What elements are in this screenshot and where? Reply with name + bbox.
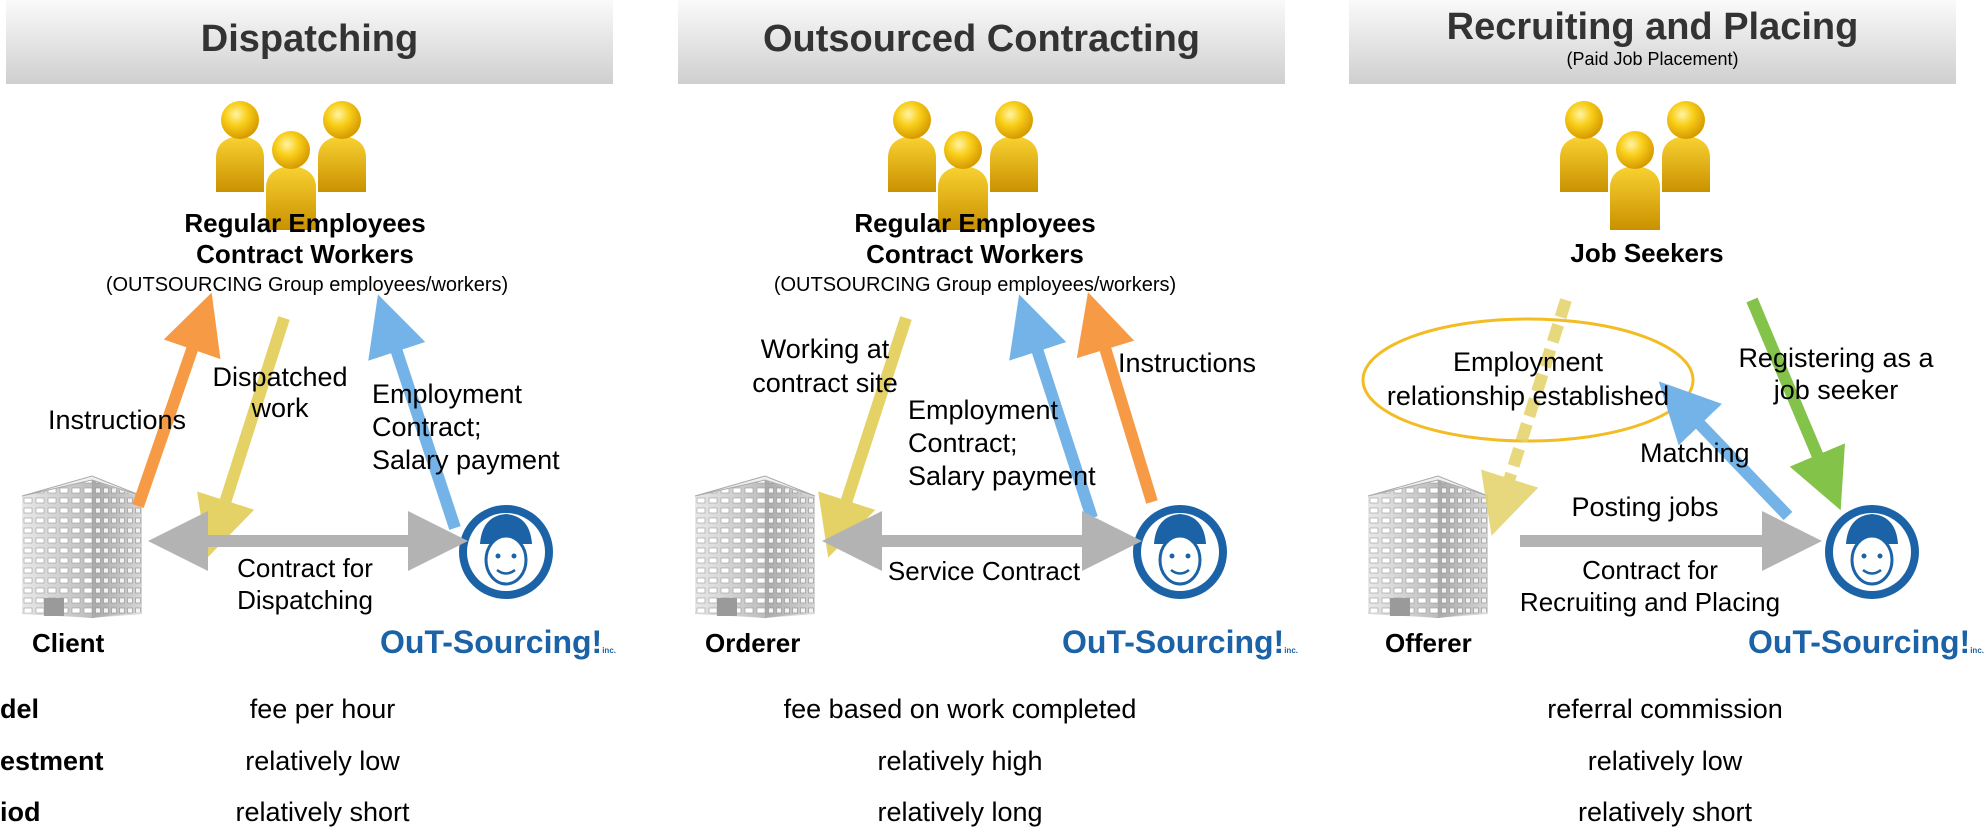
header-subtitle: (Paid Job Placement) bbox=[1566, 49, 1739, 69]
instructions-arrow bbox=[132, 292, 221, 508]
header-title: Outsourced Contracting bbox=[762, 18, 1201, 60]
group-title-line: Contract Workers bbox=[196, 239, 414, 269]
dispatched-work-arrow bbox=[197, 316, 290, 558]
group-title-line: Contract Workers bbox=[866, 239, 1084, 269]
label-contract-dispatching: Contract for Dispatching bbox=[210, 552, 400, 616]
label-employment-relationship: Employment relationship established bbox=[1360, 345, 1696, 413]
label-line: job seeker bbox=[1773, 375, 1899, 405]
row-label: estment bbox=[0, 746, 104, 776]
header-outsourced-contracting: Outsourced Contracting bbox=[678, 0, 1285, 84]
mascot-logo-icon bbox=[459, 505, 553, 599]
group-title: Regular Employees Contract Workers bbox=[800, 208, 1150, 270]
row-label: iod bbox=[0, 797, 41, 827]
logo-small: inc. bbox=[1284, 646, 1298, 655]
building-icon bbox=[21, 475, 143, 618]
label-line: Contract for bbox=[237, 553, 373, 583]
label-line: Salary payment bbox=[372, 445, 560, 475]
mascot-logo-icon bbox=[1825, 505, 1919, 599]
registering-arrow bbox=[1746, 297, 1845, 511]
outsourcing-logo-text: OuT-Sourcing!inc. bbox=[1062, 624, 1298, 661]
row-value: relatively short bbox=[1577, 797, 1753, 827]
label-registering: Registering as a job seeker bbox=[1720, 342, 1952, 406]
outsourcing-logo-text: OuT-Sourcing!inc. bbox=[1748, 624, 1984, 661]
instructions-arrow bbox=[1076, 292, 1158, 504]
header-dispatching: Dispatching bbox=[6, 0, 613, 84]
group-subtitle: (OUTSOURCING Group employees/workers) bbox=[105, 274, 509, 296]
label-employment-contract: Employment Contract; Salary payment bbox=[908, 394, 1096, 493]
employment-relationship-arrow bbox=[1481, 298, 1572, 536]
logo-small: inc. bbox=[1970, 646, 1984, 655]
logo-text: OuT-Sourcing! bbox=[380, 624, 603, 660]
logo-text: OuT-Sourcing! bbox=[1062, 624, 1285, 660]
label-line: work bbox=[251, 393, 309, 423]
label-instructions: Instructions bbox=[1118, 348, 1257, 378]
label-matching: Matching bbox=[1640, 438, 1750, 468]
row-value: relatively low bbox=[1587, 746, 1743, 776]
building-icon bbox=[694, 475, 816, 618]
label-line: Salary payment bbox=[908, 461, 1096, 491]
row-value: fee based on work completed bbox=[783, 694, 1137, 724]
people-group-icon bbox=[888, 101, 1038, 230]
label-line: relationship established bbox=[1386, 381, 1670, 411]
header-recruiting-placing: Recruiting and Placing (Paid Job Placeme… bbox=[1349, 0, 1956, 84]
row-value: referral commission bbox=[1547, 694, 1783, 724]
mascot-logo-icon bbox=[1133, 505, 1227, 599]
label-service-contract: Service Contract bbox=[887, 556, 1081, 586]
row-value: relatively long bbox=[877, 797, 1043, 827]
label-working-at-contract-site: Working at contract site bbox=[740, 332, 910, 400]
row-value: relatively high bbox=[877, 746, 1043, 776]
row-value: relatively low bbox=[245, 746, 400, 776]
label-line: Working at bbox=[760, 334, 890, 364]
label-contract-recruiting: Contract for Recruiting and Placing bbox=[1500, 554, 1800, 618]
row-value: relatively short bbox=[235, 797, 410, 827]
header-title: Recruiting and Placing bbox=[1446, 6, 1859, 48]
group-title: Regular Employees Contract Workers bbox=[130, 208, 480, 270]
label-line: Employment bbox=[372, 379, 523, 409]
label-line: Contract; bbox=[372, 412, 482, 442]
label-line: Dispatching bbox=[237, 585, 373, 615]
label-employment-contract: Employment Contract; Salary payment bbox=[372, 378, 560, 477]
label-instructions: Instructions bbox=[48, 405, 187, 435]
working-at-contract-site-arrow bbox=[818, 316, 912, 558]
group-title-line: Regular Employees bbox=[184, 208, 426, 238]
label-line: Contract; bbox=[908, 428, 1018, 458]
label-line: Employment bbox=[1452, 347, 1604, 377]
employment-contract-arrow bbox=[368, 294, 461, 530]
people-group-icon bbox=[216, 101, 366, 230]
row-value: fee per hour bbox=[249, 694, 396, 724]
label-line: Recruiting and Placing bbox=[1519, 587, 1781, 617]
group-subtitle: (OUTSOURCING Group employees/workers) bbox=[773, 274, 1177, 296]
client-label: Offerer bbox=[1385, 628, 1472, 658]
client-label: Orderer bbox=[705, 628, 801, 658]
employment-relationship-ellipse bbox=[1361, 317, 1695, 443]
group-title: Job Seekers bbox=[1570, 238, 1724, 268]
group-title-line: Regular Employees bbox=[854, 208, 1096, 238]
outsourcing-logo-text: OuT-Sourcing!inc. bbox=[380, 624, 616, 661]
label-line: Contract for bbox=[1582, 555, 1718, 585]
label-line: Dispatched bbox=[212, 362, 348, 392]
label-line: Employment bbox=[908, 395, 1059, 425]
people-group-icon bbox=[1560, 101, 1710, 230]
header-title: Dispatching bbox=[200, 18, 419, 60]
matching-arrow bbox=[1658, 381, 1793, 521]
employment-contract-arrow bbox=[1009, 294, 1098, 520]
label-line: Registering as a bbox=[1738, 343, 1934, 373]
label-posting-jobs: Posting jobs bbox=[1571, 492, 1719, 522]
label-line: contract site bbox=[752, 368, 898, 398]
logo-text: OuT-Sourcing! bbox=[1748, 624, 1971, 660]
row-label: del bbox=[0, 694, 40, 724]
client-label: Client bbox=[32, 628, 105, 658]
building-icon bbox=[1367, 475, 1489, 618]
label-dispatched-work: Dispatched work bbox=[200, 362, 360, 424]
logo-small: inc. bbox=[602, 646, 616, 655]
